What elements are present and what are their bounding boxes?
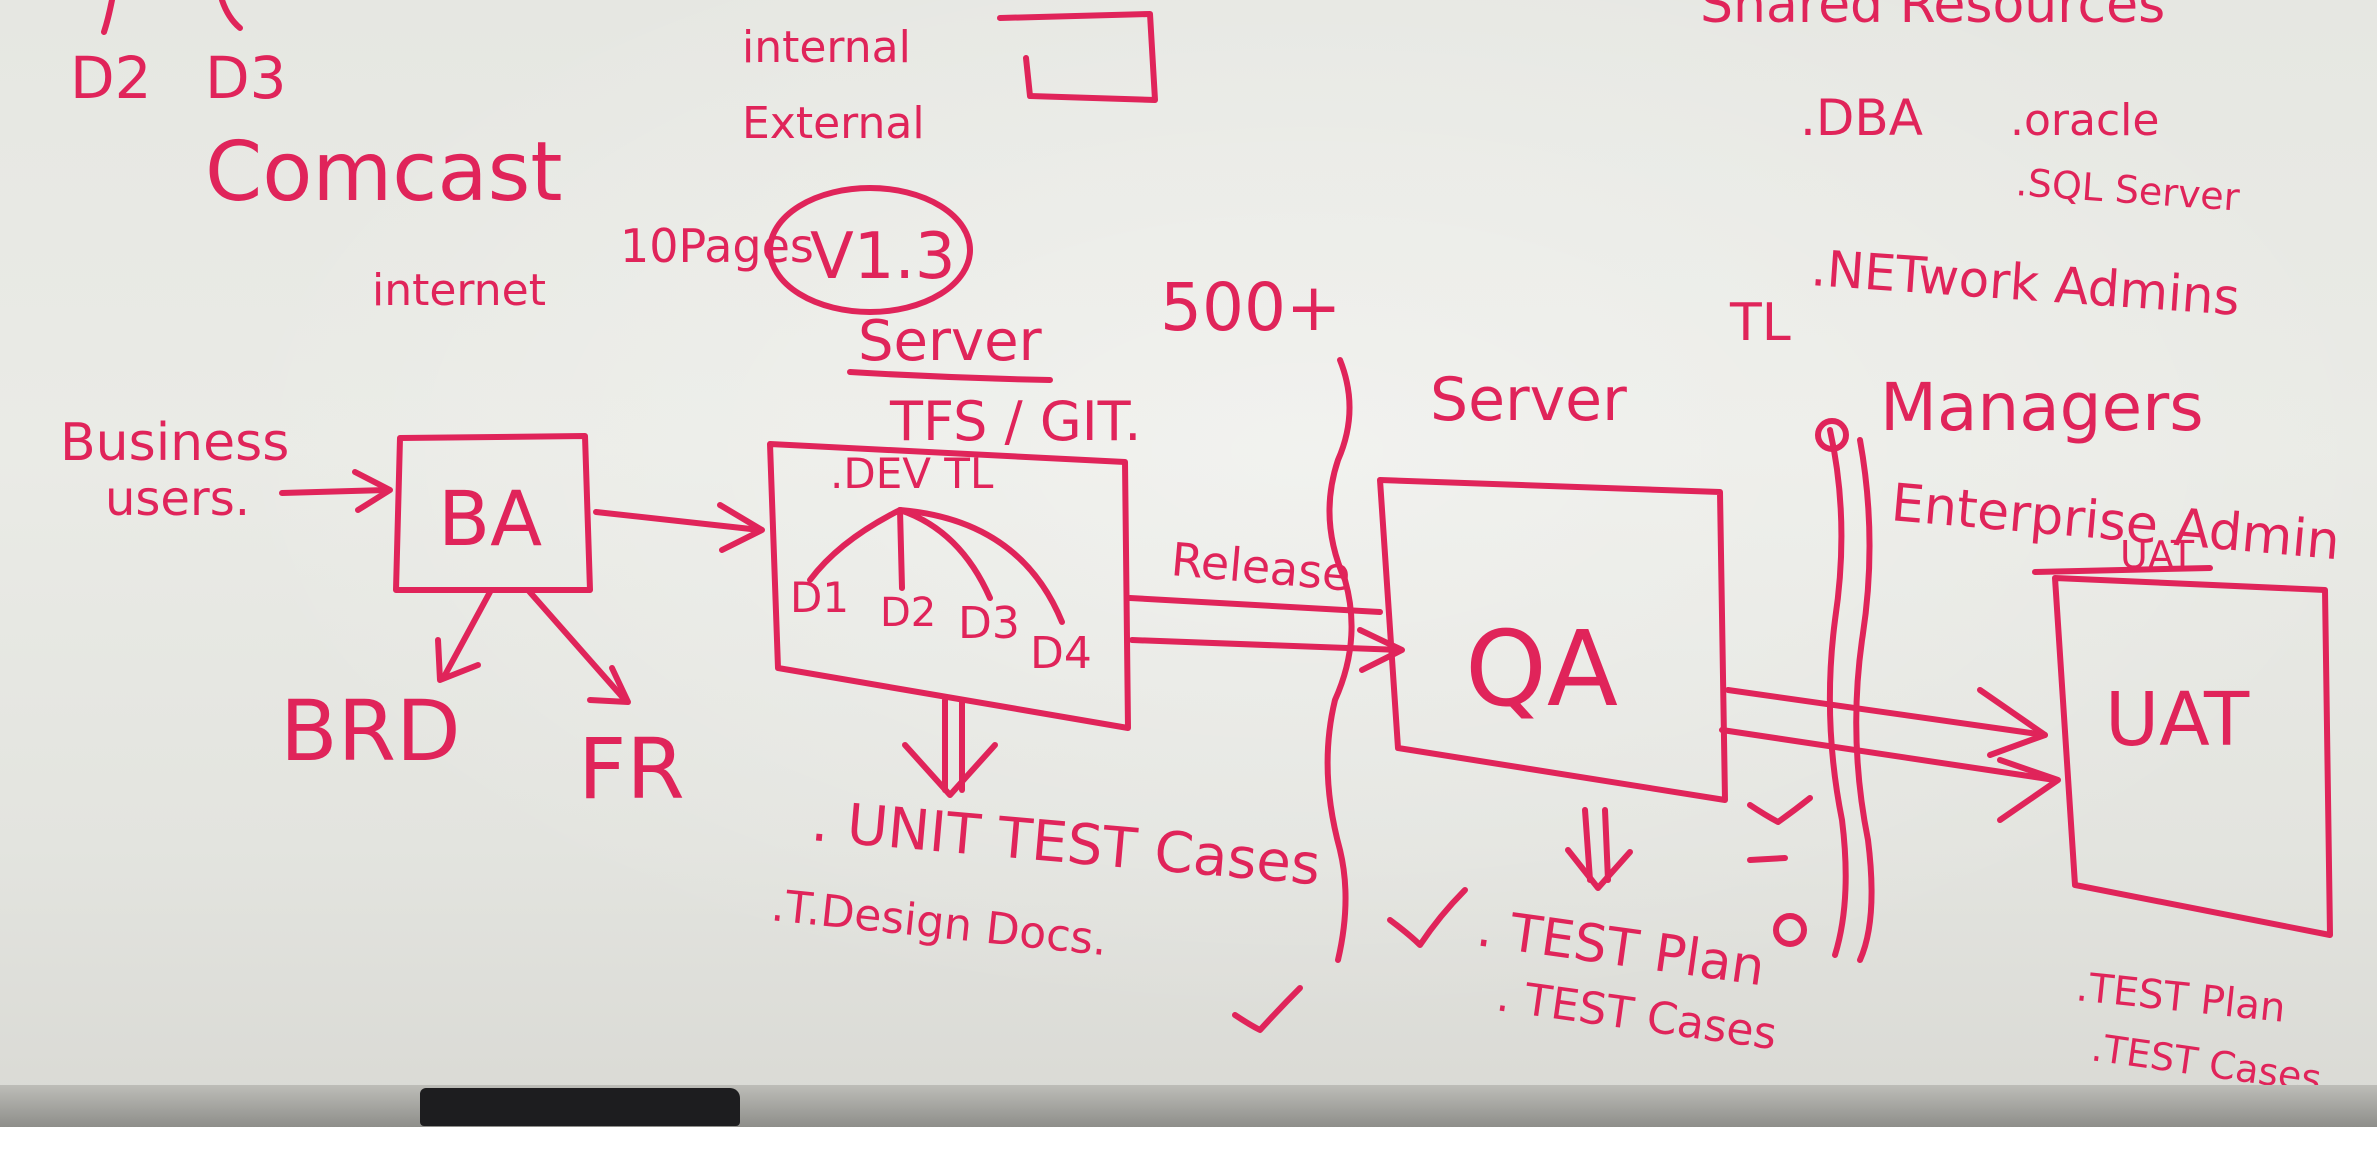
label-d3: D3: [958, 598, 1020, 649]
arrow-business-to-ba: [279, 487, 388, 496]
label-managers: Managers: [1880, 369, 2204, 446]
qa-to-uat-arrow-1: [1725, 687, 2048, 738]
dev-arc-d4: [897, 507, 1065, 625]
whiteboard-photo: D2 D3 Comcast internet internal External…: [0, 0, 2377, 1127]
tl-circle: [1815, 418, 1849, 452]
arrow-brd-head: [435, 637, 481, 683]
check-mark-1: [1387, 887, 1468, 948]
dev-down-head: [902, 742, 998, 798]
qa-uat-head-2: [1997, 757, 2061, 823]
label-count: 500+: [1160, 269, 1341, 346]
qa-manager-circle: [1773, 913, 1807, 947]
label-tl: TL: [1729, 293, 1791, 353]
label-uat: UAT: [2105, 677, 2250, 763]
label-sql: .SQL Server: [2014, 160, 2241, 220]
label-d4: D4: [1030, 628, 1092, 679]
check-mark-2: [1232, 985, 1303, 1033]
arrow-fr-head: [587, 665, 631, 705]
label-version: V1.3: [810, 220, 956, 294]
label-server-top: Server: [858, 309, 1043, 374]
qa-down-arrow-2: [1602, 807, 1611, 883]
release-arrow-1: [1127, 595, 1383, 615]
arrow-ba-to-brd: [442, 589, 493, 678]
label-test-plan-uat: .TEST Plan: [2074, 964, 2288, 1032]
qa-uat-head-1: [1977, 687, 2048, 758]
label-fr: FR: [578, 720, 685, 818]
top-left-line-1: [101, 0, 115, 35]
label-dev-tl: .DEV TL: [830, 449, 994, 498]
label-shared: Shared Resources: [1700, 0, 2165, 35]
label-internet: internet: [372, 265, 546, 316]
top-left-line-2: [219, 0, 243, 31]
version-circle: [767, 185, 973, 315]
arrow-ba-to-dev: [593, 509, 763, 533]
label-ba: BA: [438, 474, 542, 563]
arrow-ba-to-fr: [525, 587, 628, 703]
label-d1: D1: [790, 573, 849, 622]
label-server-qa: Server: [1430, 365, 1627, 435]
ba-box: [393, 433, 593, 593]
arrow-business-head: [352, 469, 393, 513]
wavy-divider: [1324, 357, 1355, 963]
label-tfs-git: TFS / GIT.: [889, 390, 1141, 453]
label-d2: D2: [880, 590, 936, 636]
label-ten-pages: 10Pages: [620, 219, 814, 273]
label-release: Release: [1169, 532, 1353, 601]
uat-box: [2052, 575, 2333, 938]
check-mark-3: [1747, 795, 1813, 825]
dev-box: [767, 441, 1131, 731]
arrow-ba-dev-head: [717, 502, 765, 553]
label-qa: QA: [1465, 608, 1618, 730]
label-network: .NETwork Admins: [1809, 239, 2241, 327]
label-enterprise: Enterprise Admin: [1889, 473, 2342, 572]
uat-top-line: [2032, 565, 2213, 575]
qa-down-head: [1565, 847, 1633, 891]
label-external: External: [742, 98, 925, 149]
whiteboard-drawing: D2 D3 Comcast internet internal External…: [60, 0, 2342, 1101]
label-uat-top: UAT: [2120, 533, 2195, 577]
bottom-margin: [0, 1127, 2377, 1151]
dev-arc-d3: [897, 507, 993, 601]
label-dba: .DBA: [1800, 89, 1923, 147]
qa-down-arrow-1: [1582, 807, 1593, 883]
marker-tray: [0, 1085, 2377, 1127]
tl-line-1: [1826, 427, 1849, 958]
label-unit-test: . UNIT TEST Cases: [809, 789, 1323, 898]
tl-line-2: [1853, 437, 1875, 963]
dash-mark: [1747, 855, 1788, 863]
label-internal: internal: [742, 22, 911, 73]
label-design-docs: .T.Design Docs.: [769, 880, 1110, 966]
qa-to-uat-arrow-2: [1719, 727, 2058, 783]
dev-arc-d2: [897, 507, 905, 591]
small-box: [997, 11, 1158, 103]
label-d3-top: D3: [205, 44, 287, 112]
label-oracle: .oracle: [2010, 95, 2159, 146]
release-arrow-2: [1129, 637, 1403, 653]
marker-eraser: [420, 1088, 740, 1126]
label-d2-top: D2: [70, 44, 152, 112]
label-comcast: Comcast: [205, 125, 563, 220]
label-users: users.: [105, 471, 250, 527]
qa-box: [1377, 477, 1728, 803]
release-arrow-head: [1357, 627, 1405, 673]
dev-arc-d1: [807, 507, 903, 583]
label-brd: BRD: [280, 682, 461, 780]
server-underline: [847, 369, 1053, 383]
label-business: Business: [60, 413, 289, 473]
